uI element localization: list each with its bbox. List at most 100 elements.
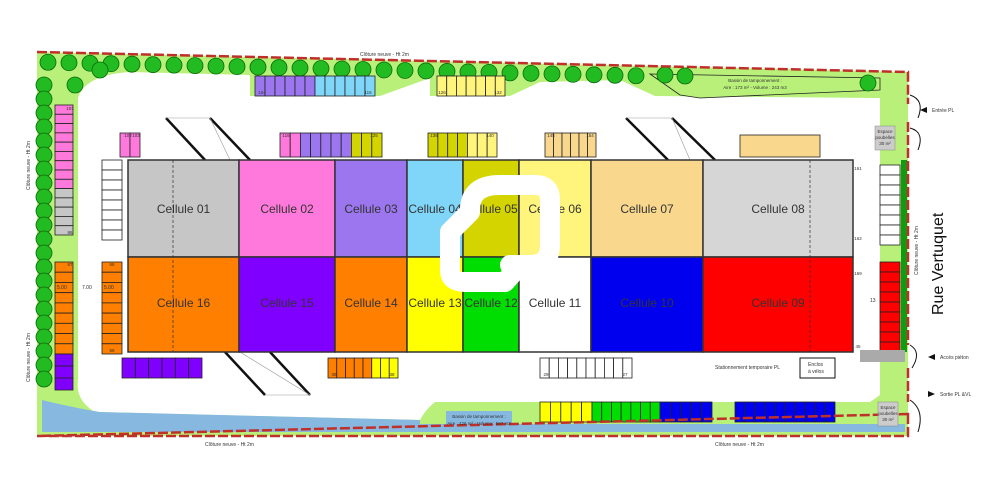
tree-icon bbox=[501, 64, 519, 82]
stall-number: 154 bbox=[586, 133, 594, 138]
parking-stall bbox=[550, 401, 562, 423]
parking-stall bbox=[824, 401, 836, 423]
bike-enclosure-line1: Enclos bbox=[808, 362, 824, 368]
stall-number: 38 bbox=[389, 372, 395, 377]
parking-stall bbox=[350, 132, 362, 158]
tree-icon bbox=[39, 53, 57, 71]
basin-bottom-label-box bbox=[446, 411, 512, 427]
parking-stall bbox=[289, 132, 301, 158]
cell-02[interactable]: Cellule 02 bbox=[238, 159, 336, 258]
parking-stall bbox=[553, 132, 563, 158]
stall-number: 102 bbox=[124, 133, 132, 138]
tree-icon bbox=[606, 66, 624, 84]
fence bbox=[36, 50, 910, 438]
basin-top bbox=[648, 73, 881, 99]
tree-icon bbox=[186, 57, 204, 75]
parking-stall bbox=[101, 302, 123, 314]
parking-stall bbox=[284, 75, 296, 97]
parking-stall bbox=[345, 357, 355, 379]
tree-icon bbox=[144, 56, 162, 74]
cell-label: Cellule 07 bbox=[620, 202, 674, 216]
parking-stall bbox=[274, 75, 286, 97]
parking-stall bbox=[101, 333, 123, 345]
cell-14[interactable]: Cellule 14 bbox=[334, 256, 408, 353]
parking-stall bbox=[54, 312, 74, 324]
parking-stall bbox=[879, 301, 901, 313]
bins-top-line3: 30 m² bbox=[879, 141, 891, 146]
parking-stall bbox=[879, 184, 901, 196]
tree-icon bbox=[396, 62, 414, 79]
tree-icon bbox=[291, 59, 309, 77]
fence-label-bottom-left: Clôture neuve - Ht 2m bbox=[205, 442, 254, 448]
parking-stall bbox=[457, 132, 468, 158]
cell-08[interactable]: Cellule 08 bbox=[702, 159, 854, 258]
parking-stall bbox=[804, 401, 816, 423]
parking-stall bbox=[879, 321, 901, 333]
bins-bottom-box bbox=[877, 401, 899, 427]
parking-stall bbox=[101, 229, 123, 241]
fence-label-left-top: Clôture neuve - Ht 2m bbox=[26, 141, 32, 190]
exit-label: Sortie PL &VL bbox=[940, 392, 971, 398]
pedestrian-path bbox=[860, 350, 905, 362]
cell-label: Cellule 09 bbox=[751, 296, 805, 310]
parking-stall bbox=[54, 353, 74, 367]
parking-stall bbox=[446, 75, 457, 97]
parking-stall bbox=[310, 132, 322, 158]
cell-area bbox=[334, 256, 408, 353]
parking-stall bbox=[465, 75, 477, 97]
cell-09[interactable]: Cellule 09 bbox=[702, 256, 854, 353]
tree-icon bbox=[35, 90, 53, 108]
cell-label: Cellule 04 bbox=[408, 202, 462, 216]
parking-stall bbox=[587, 132, 597, 158]
parking-stall bbox=[784, 401, 796, 423]
cell-10[interactable]: Cellule 10 bbox=[590, 256, 704, 353]
dimension-right: 13 bbox=[870, 298, 876, 304]
cell-07[interactable]: Cellule 07 bbox=[590, 159, 704, 258]
stall-number: 45 bbox=[855, 344, 861, 349]
cell-area bbox=[702, 159, 854, 258]
parking-stall bbox=[486, 132, 498, 158]
stall-number: 66 bbox=[109, 262, 115, 267]
stall-number: 101 bbox=[66, 106, 74, 111]
fence-label-top: Clôture neuve - Ht 2m bbox=[360, 52, 409, 58]
parking-stall bbox=[879, 291, 901, 303]
cell-01[interactable]: Cellule 01 bbox=[127, 159, 240, 258]
entry-arrow-icon bbox=[920, 107, 927, 113]
parking-stall bbox=[54, 302, 74, 314]
entry-pl-label: Entrée PL bbox=[932, 108, 954, 114]
stall-number: 103 bbox=[132, 133, 140, 138]
street-name: Rue Vertuquet bbox=[930, 212, 947, 315]
tree-icon bbox=[35, 370, 53, 388]
basin-bottom-title: Bassin de tamponnement : bbox=[452, 414, 506, 419]
parking-stall bbox=[764, 401, 776, 423]
bins-top-line1: Espace bbox=[877, 129, 893, 134]
parking-stall bbox=[494, 75, 506, 97]
cell-label: Cellule 16 bbox=[157, 296, 211, 310]
dimension-stall-right: 5.00 bbox=[104, 285, 114, 291]
stall-number: 87 bbox=[67, 262, 73, 267]
tree-icon bbox=[270, 59, 288, 76]
parking-stall bbox=[601, 401, 612, 423]
parking-stall bbox=[304, 75, 316, 97]
parking-stall bbox=[54, 169, 74, 180]
parking-stall bbox=[879, 311, 901, 323]
cell-03[interactable]: Cellule 03 bbox=[334, 159, 408, 258]
parking-stall bbox=[879, 271, 901, 283]
temp-parking-label: Stationnement temporaire PL bbox=[715, 365, 780, 371]
tree-icon bbox=[543, 65, 561, 83]
parking-stall bbox=[264, 75, 276, 97]
cell-15[interactable]: Cellule 15 bbox=[238, 256, 336, 353]
parking-stall bbox=[362, 357, 373, 379]
cell-label: Cellule 02 bbox=[260, 202, 314, 216]
parking-stall bbox=[649, 401, 661, 423]
basin-top-detail: Aire : 173 m² - Volume : 243 m3 bbox=[723, 85, 787, 90]
bins-top-line2: poubelles bbox=[875, 135, 895, 140]
fence-label-left-bottom: Clôture neuve - Ht 2m bbox=[26, 333, 32, 382]
parking-stall bbox=[548, 357, 559, 379]
parking-stall bbox=[622, 357, 633, 379]
dimension-width: 7.00 bbox=[82, 285, 92, 291]
parking-stall bbox=[613, 357, 624, 379]
cell-16[interactable]: Cellule 16 bbox=[127, 256, 240, 353]
parking-stall bbox=[54, 292, 74, 304]
